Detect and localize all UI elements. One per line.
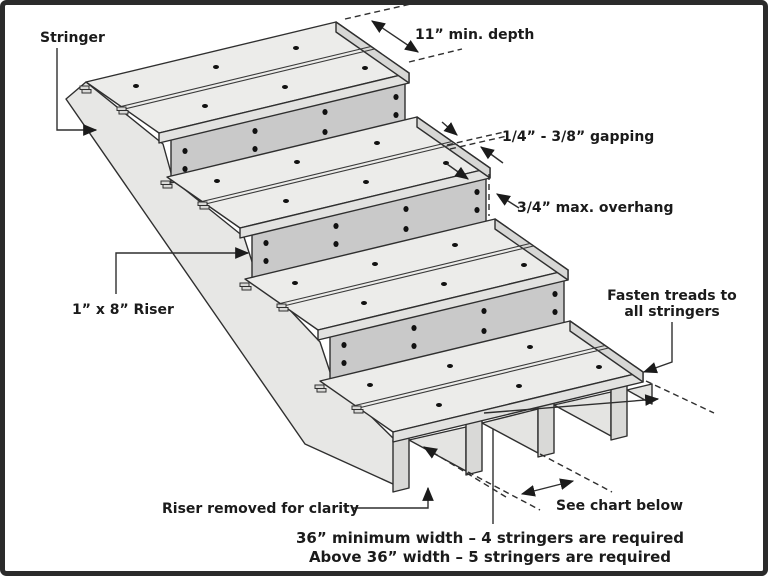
stringer-spacing-dash-2 bbox=[539, 453, 613, 493]
label-gapping: 1/4” - 3/8” gapping bbox=[502, 129, 654, 145]
gap-arrow-upper bbox=[441, 121, 458, 136]
tread bbox=[319, 320, 644, 443]
stringer-leader bbox=[56, 48, 98, 136]
label-fasten-line2: all stringers bbox=[624, 304, 719, 320]
stringer-spacing-arrow bbox=[520, 478, 575, 497]
board-end-notches bbox=[79, 85, 364, 414]
label-width-rule-line2: Above 36” width – 5 stringers are requir… bbox=[309, 548, 671, 566]
label-see-chart: See chart below bbox=[556, 498, 683, 514]
overhang-corner-arrow bbox=[446, 163, 469, 180]
label-overhang: 3/4” max. overhang bbox=[517, 200, 673, 216]
tread bbox=[244, 218, 569, 341]
screws bbox=[133, 46, 602, 407]
label-stringer: Stringer bbox=[40, 30, 105, 46]
label-riser-size: 1” x 8” Riser bbox=[72, 302, 174, 318]
overhang-arrow bbox=[496, 193, 520, 209]
width-arrow-right bbox=[483, 394, 660, 414]
tread-edge-extension-dash bbox=[645, 380, 715, 414]
stringer-post bbox=[610, 383, 628, 441]
gap-arrow-lower bbox=[480, 146, 504, 164]
depth-extension-dash-front bbox=[408, 48, 463, 63]
label-riser-removed: Riser removed for clarity bbox=[162, 501, 359, 517]
risers bbox=[170, 82, 565, 381]
depth-dimension-arrow bbox=[371, 20, 419, 53]
label-fasten-line1: Fasten treads to bbox=[607, 288, 737, 304]
stringer-posts bbox=[392, 383, 628, 493]
riser-leader bbox=[115, 247, 250, 294]
stringer-post bbox=[465, 418, 483, 476]
stringer-spacing-dash-1 bbox=[467, 471, 541, 511]
stringer-post bbox=[537, 400, 555, 458]
staircase bbox=[65, 21, 653, 493]
fasten-leader bbox=[642, 322, 673, 374]
stringer-post bbox=[392, 435, 410, 493]
depth-extension-dash-back bbox=[344, 0, 425, 20]
annotations bbox=[56, 0, 715, 524]
labels: Stringer 11” min. depth 1/4” - 3/8” gapp… bbox=[40, 27, 737, 566]
label-min-depth: 11” min. depth bbox=[415, 27, 534, 43]
riser-removed-leader bbox=[352, 486, 434, 509]
label-width-rule-line1: 36” minimum width – 4 stringers are requ… bbox=[296, 529, 684, 547]
